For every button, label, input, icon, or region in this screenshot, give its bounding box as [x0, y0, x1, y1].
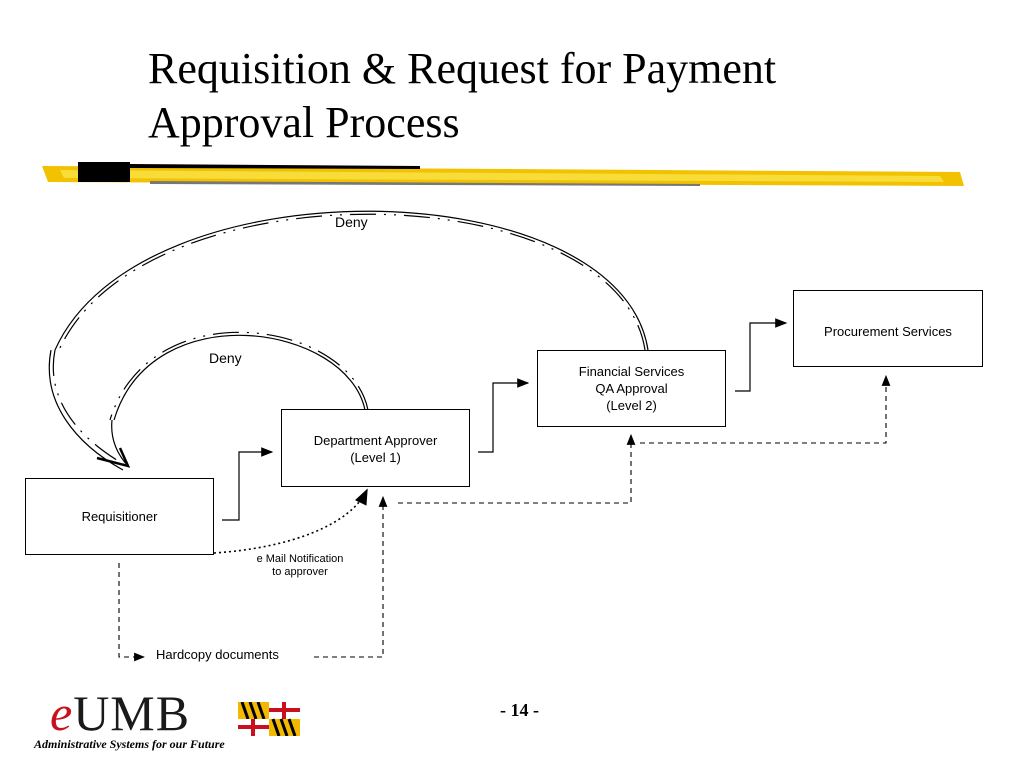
- procurement-services-label: Procurement Services: [824, 324, 952, 339]
- hardcopy-flows: [118, 374, 891, 662]
- department-approver-box: Department Approver (Level 1): [281, 409, 470, 487]
- hardcopy-documents-label: Hardcopy documents: [156, 647, 279, 662]
- department-approver-label: Department Approver: [313, 433, 438, 448]
- department-approver-level: (Level 1): [350, 450, 401, 465]
- logo-tagline: Administrative Systems for our Future: [34, 737, 225, 751]
- deny-arrowhead: [96, 447, 131, 468]
- financial-services-level: (Level 2): [606, 398, 657, 413]
- highlighter-stroke: [42, 162, 964, 186]
- deny-label-mid: Deny: [209, 350, 242, 366]
- deny-label-top: Deny: [335, 214, 368, 230]
- flow-arrows: [222, 318, 788, 521]
- title-line-2: Approval Process: [148, 98, 460, 147]
- eumb-logo: eUMB Administrative Systems for our Futu…: [34, 688, 324, 760]
- requisitioner-box: Requisitioner: [25, 478, 214, 555]
- financial-services-label: Financial Services: [578, 364, 685, 379]
- email-notification-line-1: e Mail Notification: [256, 553, 344, 565]
- procurement-services-box: Procurement Services: [793, 290, 983, 367]
- financial-services-qa: QA Approval: [595, 381, 668, 396]
- email-notification-curve: [213, 488, 368, 554]
- maryland-flag-icon: [238, 702, 300, 736]
- logo-e-letter: e: [50, 685, 74, 741]
- email-notification-line-2: to approver: [272, 566, 328, 578]
- requisitioner-label: Requisitioner: [81, 509, 158, 524]
- email-notification-label: e Mail Notification to approver: [240, 553, 360, 579]
- financial-services-box: Financial Services QA Approval (Level 2): [537, 350, 726, 427]
- logo-text: UMB: [73, 685, 191, 741]
- title-line-1: Requisition & Request for Payment: [148, 44, 777, 93]
- slide-title: Requisition & Request for Payment Approv…: [148, 42, 1008, 150]
- page-number: - 14 -: [500, 700, 539, 720]
